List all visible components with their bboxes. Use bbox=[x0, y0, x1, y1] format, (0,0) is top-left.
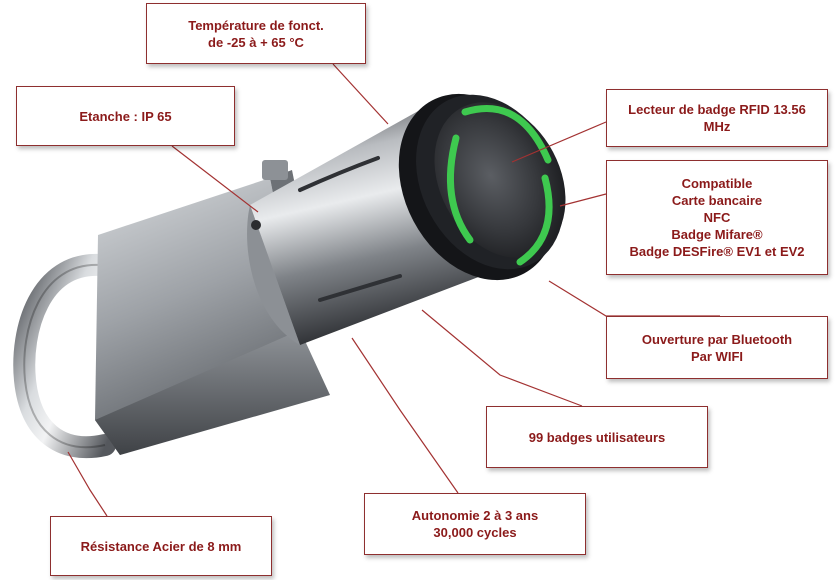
callout-battery-line1: Autonomie 2 à 3 ans bbox=[411, 508, 539, 523]
callout-user-badges: 99 badges utilisateurs bbox=[486, 406, 708, 468]
callout-rfid-reader: Lecteur de badge RFID 13.56 MHz bbox=[606, 89, 828, 147]
callout-compatible-line3: NFC bbox=[703, 210, 731, 225]
callout-compatible-line1: Compatible bbox=[681, 176, 753, 191]
callout-bluetooth-line1: Ouverture par Bluetooth bbox=[641, 331, 793, 347]
callout-battery: Autonomie 2 à 3 ans 30,000 cycles bbox=[364, 493, 586, 555]
callout-compatible: Compatible Carte bancaire NFC Badge Mifa… bbox=[606, 160, 828, 275]
callout-temperature-line2: de -25 à + 65 °C bbox=[208, 34, 304, 50]
callout-rfid-line1: Lecteur de badge RFID 13.56 bbox=[628, 102, 806, 117]
shackle bbox=[13, 253, 116, 459]
callout-rfid-line2: MHz bbox=[703, 119, 731, 134]
callout-bluetooth-line2: Par WIFI bbox=[690, 348, 743, 364]
callout-user-badges-line1: 99 badges utilisateurs bbox=[528, 429, 666, 445]
callout-battery-line2: 30,000 cycles bbox=[433, 525, 517, 540]
callout-bluetooth: Ouverture par Bluetooth Par WIFI bbox=[606, 316, 828, 379]
callout-compatible-line4: Badge Mifare® bbox=[671, 227, 763, 242]
callout-temperature: Température de fonct. de -25 à + 65 °C bbox=[146, 3, 366, 64]
callout-steel: Résistance Acier de 8 mm bbox=[50, 516, 272, 576]
callout-compatible-line2: Carte bancaire bbox=[671, 193, 763, 208]
callout-waterproof: Etanche : IP 65 bbox=[16, 86, 235, 146]
callout-temperature-line1: Température de fonct. bbox=[188, 17, 324, 33]
callout-waterproof-line1: Etanche : IP 65 bbox=[79, 108, 172, 124]
lock-body-bottom bbox=[95, 330, 330, 455]
callout-compatible-line5: Badge DESFire® EV1 et EV2 bbox=[629, 244, 805, 259]
callout-steel-line1: Résistance Acier de 8 mm bbox=[80, 538, 242, 554]
